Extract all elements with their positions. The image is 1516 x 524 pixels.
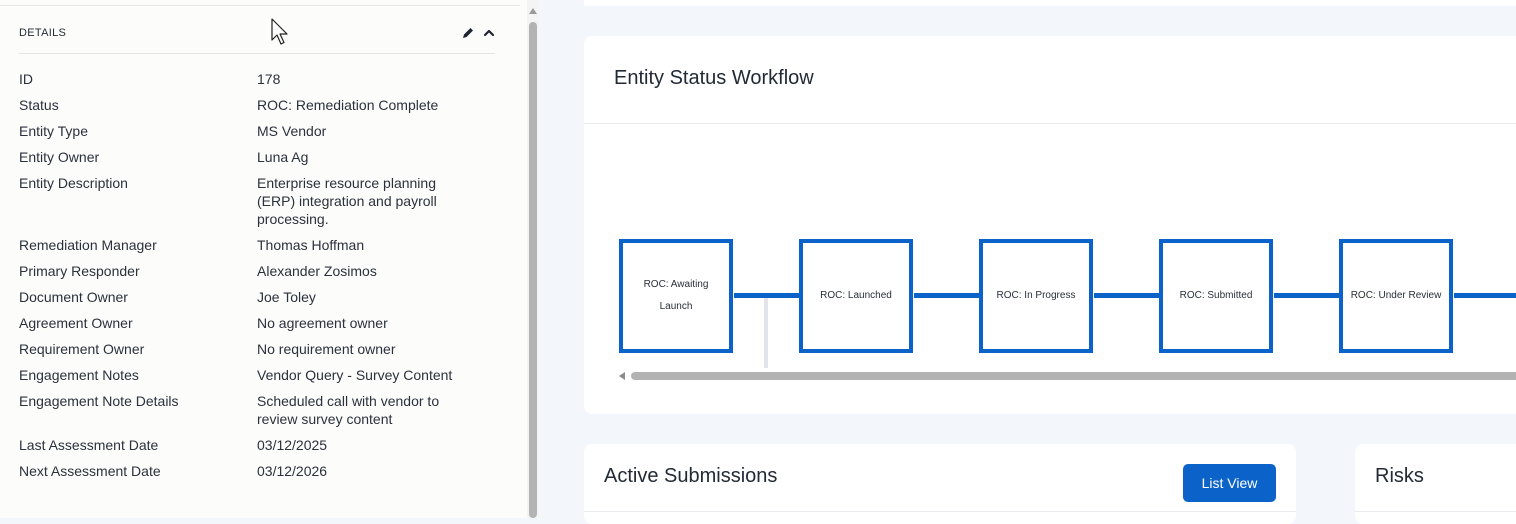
workflow-connector [914, 293, 979, 298]
workflow-connector [1094, 293, 1159, 298]
field-value-last-assessment-date: 03/12/2025 [257, 437, 328, 453]
details-divider [19, 53, 495, 54]
field-label-document-owner: Document Owner [19, 289, 128, 305]
field-value-engagement-note-details: Scheduled call with vendor to review sur… [257, 393, 440, 427]
divider [0, 5, 520, 6]
scroll-up-arrow-icon[interactable] [529, 8, 537, 14]
field-label-agreement-owner: Agreement Owner [19, 315, 133, 331]
risks-card: Risks [1355, 444, 1516, 524]
active-submissions-title: Active Submissions [604, 465, 778, 487]
field-value-next-assessment-date: 03/12/2026 [257, 463, 328, 479]
mouse-cursor-icon [271, 18, 291, 48]
field-value-engagement-notes: Vendor Query - Survey Content [257, 367, 453, 383]
workflow-card: Entity Status Workflow ROC: Awaiting Lau… [584, 36, 1516, 414]
scroll-left-arrow-icon[interactable] [619, 372, 625, 380]
field-label-requirement-owner: Requirement Owner [19, 341, 145, 357]
field-label-engagement-note-details: Engagement Note Details [19, 393, 179, 409]
pencil-icon[interactable] [461, 26, 475, 40]
details-section-title: DETAILS [19, 27, 67, 39]
field-value-agreement-owner: No agreement owner [257, 315, 388, 331]
workflow-connector [1454, 293, 1516, 298]
workflow-divider [584, 123, 1516, 124]
field-value-entity-description: Enterprise resource planning (ERP) integ… [257, 175, 437, 227]
field-label-primary-responder: Primary Responder [19, 263, 140, 279]
horizontal-scrollbar-thumb[interactable] [631, 372, 1516, 380]
vertical-scrollbar-thumb[interactable] [529, 22, 537, 518]
field-label-engagement-notes: Engagement Notes [19, 367, 139, 383]
divider [764, 298, 768, 368]
list-view-button[interactable]: List View [1183, 464, 1276, 502]
field-value-requirement-owner: No requirement owner [257, 341, 396, 357]
field-value-id: 178 [257, 71, 281, 87]
field-label-status: Status [19, 97, 59, 113]
workflow-title: Entity Status Workflow [614, 67, 814, 89]
chevron-up-icon[interactable] [482, 26, 496, 40]
workflow-step-awaiting-launch[interactable]: ROC: Awaiting Launch [619, 239, 733, 353]
workflow-step-in-progress[interactable]: ROC: In Progress [979, 239, 1093, 353]
workflow-step-submitted[interactable]: ROC: Submitted [1159, 239, 1273, 353]
field-label-next-assessment-date: Next Assessment Date [19, 463, 161, 479]
workflow-step-under-review[interactable]: ROC: Under Review [1339, 239, 1453, 353]
field-label-id: ID [19, 71, 33, 87]
field-value-remediation-manager: Thomas Hoffman [257, 237, 365, 253]
workflow-connector [734, 293, 799, 298]
field-value-document-owner: Joe Toley [257, 289, 316, 305]
top-card [584, 0, 1516, 6]
risks-title: Risks [1375, 465, 1424, 487]
field-value-entity-type: MS Vendor [257, 123, 327, 139]
details-panel: DETAILS ID 178 Status ROC: Remediation C… [0, 0, 527, 518]
workflow-connector [1274, 293, 1339, 298]
field-label-entity-type: Entity Type [19, 123, 89, 139]
active-submissions-card: Active Submissions List View [584, 444, 1296, 524]
field-value-entity-owner: Luna Ag [257, 149, 309, 165]
field-value-status: ROC: Remediation Complete [257, 97, 439, 113]
field-label-entity-description: Entity Description [19, 175, 128, 191]
divider [584, 511, 1296, 512]
field-value-primary-responder: Alexander Zosimos [257, 263, 377, 279]
field-label-entity-owner: Entity Owner [19, 149, 100, 165]
field-label-last-assessment-date: Last Assessment Date [19, 437, 159, 453]
divider [1355, 511, 1516, 512]
workflow-step-launched[interactable]: ROC: Launched [799, 239, 913, 353]
field-label-remediation-manager: Remediation Manager [19, 237, 157, 253]
